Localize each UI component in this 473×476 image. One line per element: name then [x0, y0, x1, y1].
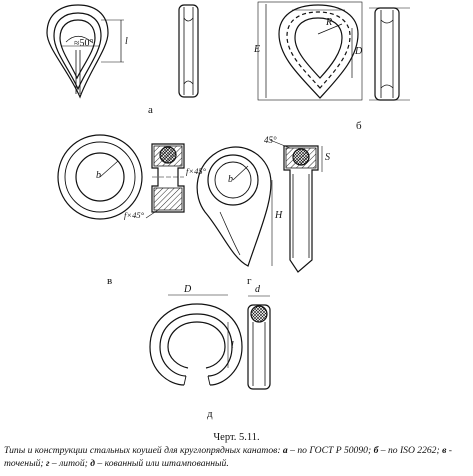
- figure-number: Черт. 5.11.: [213, 432, 260, 443]
- angle-label-a: ≈50°: [74, 38, 94, 49]
- view-g-front: [196, 146, 273, 267]
- dim-e-label-b: E: [254, 44, 261, 55]
- view-g-section: [269, 139, 323, 273]
- view-d-front: [149, 294, 243, 386]
- angle-label-g: 45°: [264, 135, 277, 145]
- figure-caption: Типы и конструкции стальных коушей для к…: [4, 445, 470, 470]
- panel-letter-d: д: [207, 408, 213, 420]
- caption-text-d: – кованный или штампованный.: [97, 457, 229, 469]
- caption-key-v: в: [442, 445, 447, 456]
- panel-letter-b: б: [356, 120, 362, 132]
- dim-r-label-b: R: [326, 17, 333, 28]
- view-b-front: [257, 1, 363, 101]
- caption-key-b: б: [373, 445, 379, 456]
- dim-d-label-b: D: [355, 46, 363, 57]
- view-b-side: [369, 7, 410, 101]
- caption-key-a: а: [282, 445, 288, 456]
- caption-key-d: д: [90, 457, 95, 469]
- dim-l-label-a: l: [125, 36, 128, 47]
- panel-letter-a: а: [148, 104, 153, 116]
- dim-l-label-d: l: [231, 340, 234, 351]
- dim-s-label-g: S: [325, 152, 330, 163]
- dim-h-label-g: H: [275, 210, 283, 221]
- view-a-side: [178, 4, 199, 98]
- dim-b-label-v: b: [96, 170, 101, 181]
- panel-letter-v: в: [107, 275, 113, 287]
- dim-b-label-g: b: [228, 174, 233, 185]
- caption-text-v: - точеный;: [4, 445, 452, 469]
- view-v-section: [145, 143, 185, 219]
- caption-key-g: г: [45, 457, 50, 469]
- view-a-front: [46, 4, 124, 99]
- dim-D-label-d: D: [184, 284, 192, 295]
- view-v-front: [57, 134, 143, 220]
- chamfer-top-label-v: f×45°: [186, 166, 206, 176]
- caption-intro: Типы и конструкции стальных коушей для к…: [4, 445, 281, 456]
- view-d-side: [247, 295, 271, 390]
- chamfer-bottom-label-v: f×45°: [124, 210, 144, 220]
- caption-text-b: – по ISO 2262;: [380, 445, 440, 456]
- panel-letter-g: г: [247, 275, 252, 287]
- caption-text-g: – литой;: [51, 457, 88, 469]
- dim-d-label-d: d: [255, 284, 260, 295]
- caption-text-a: – по ГОСТ Р 50090;: [290, 445, 372, 456]
